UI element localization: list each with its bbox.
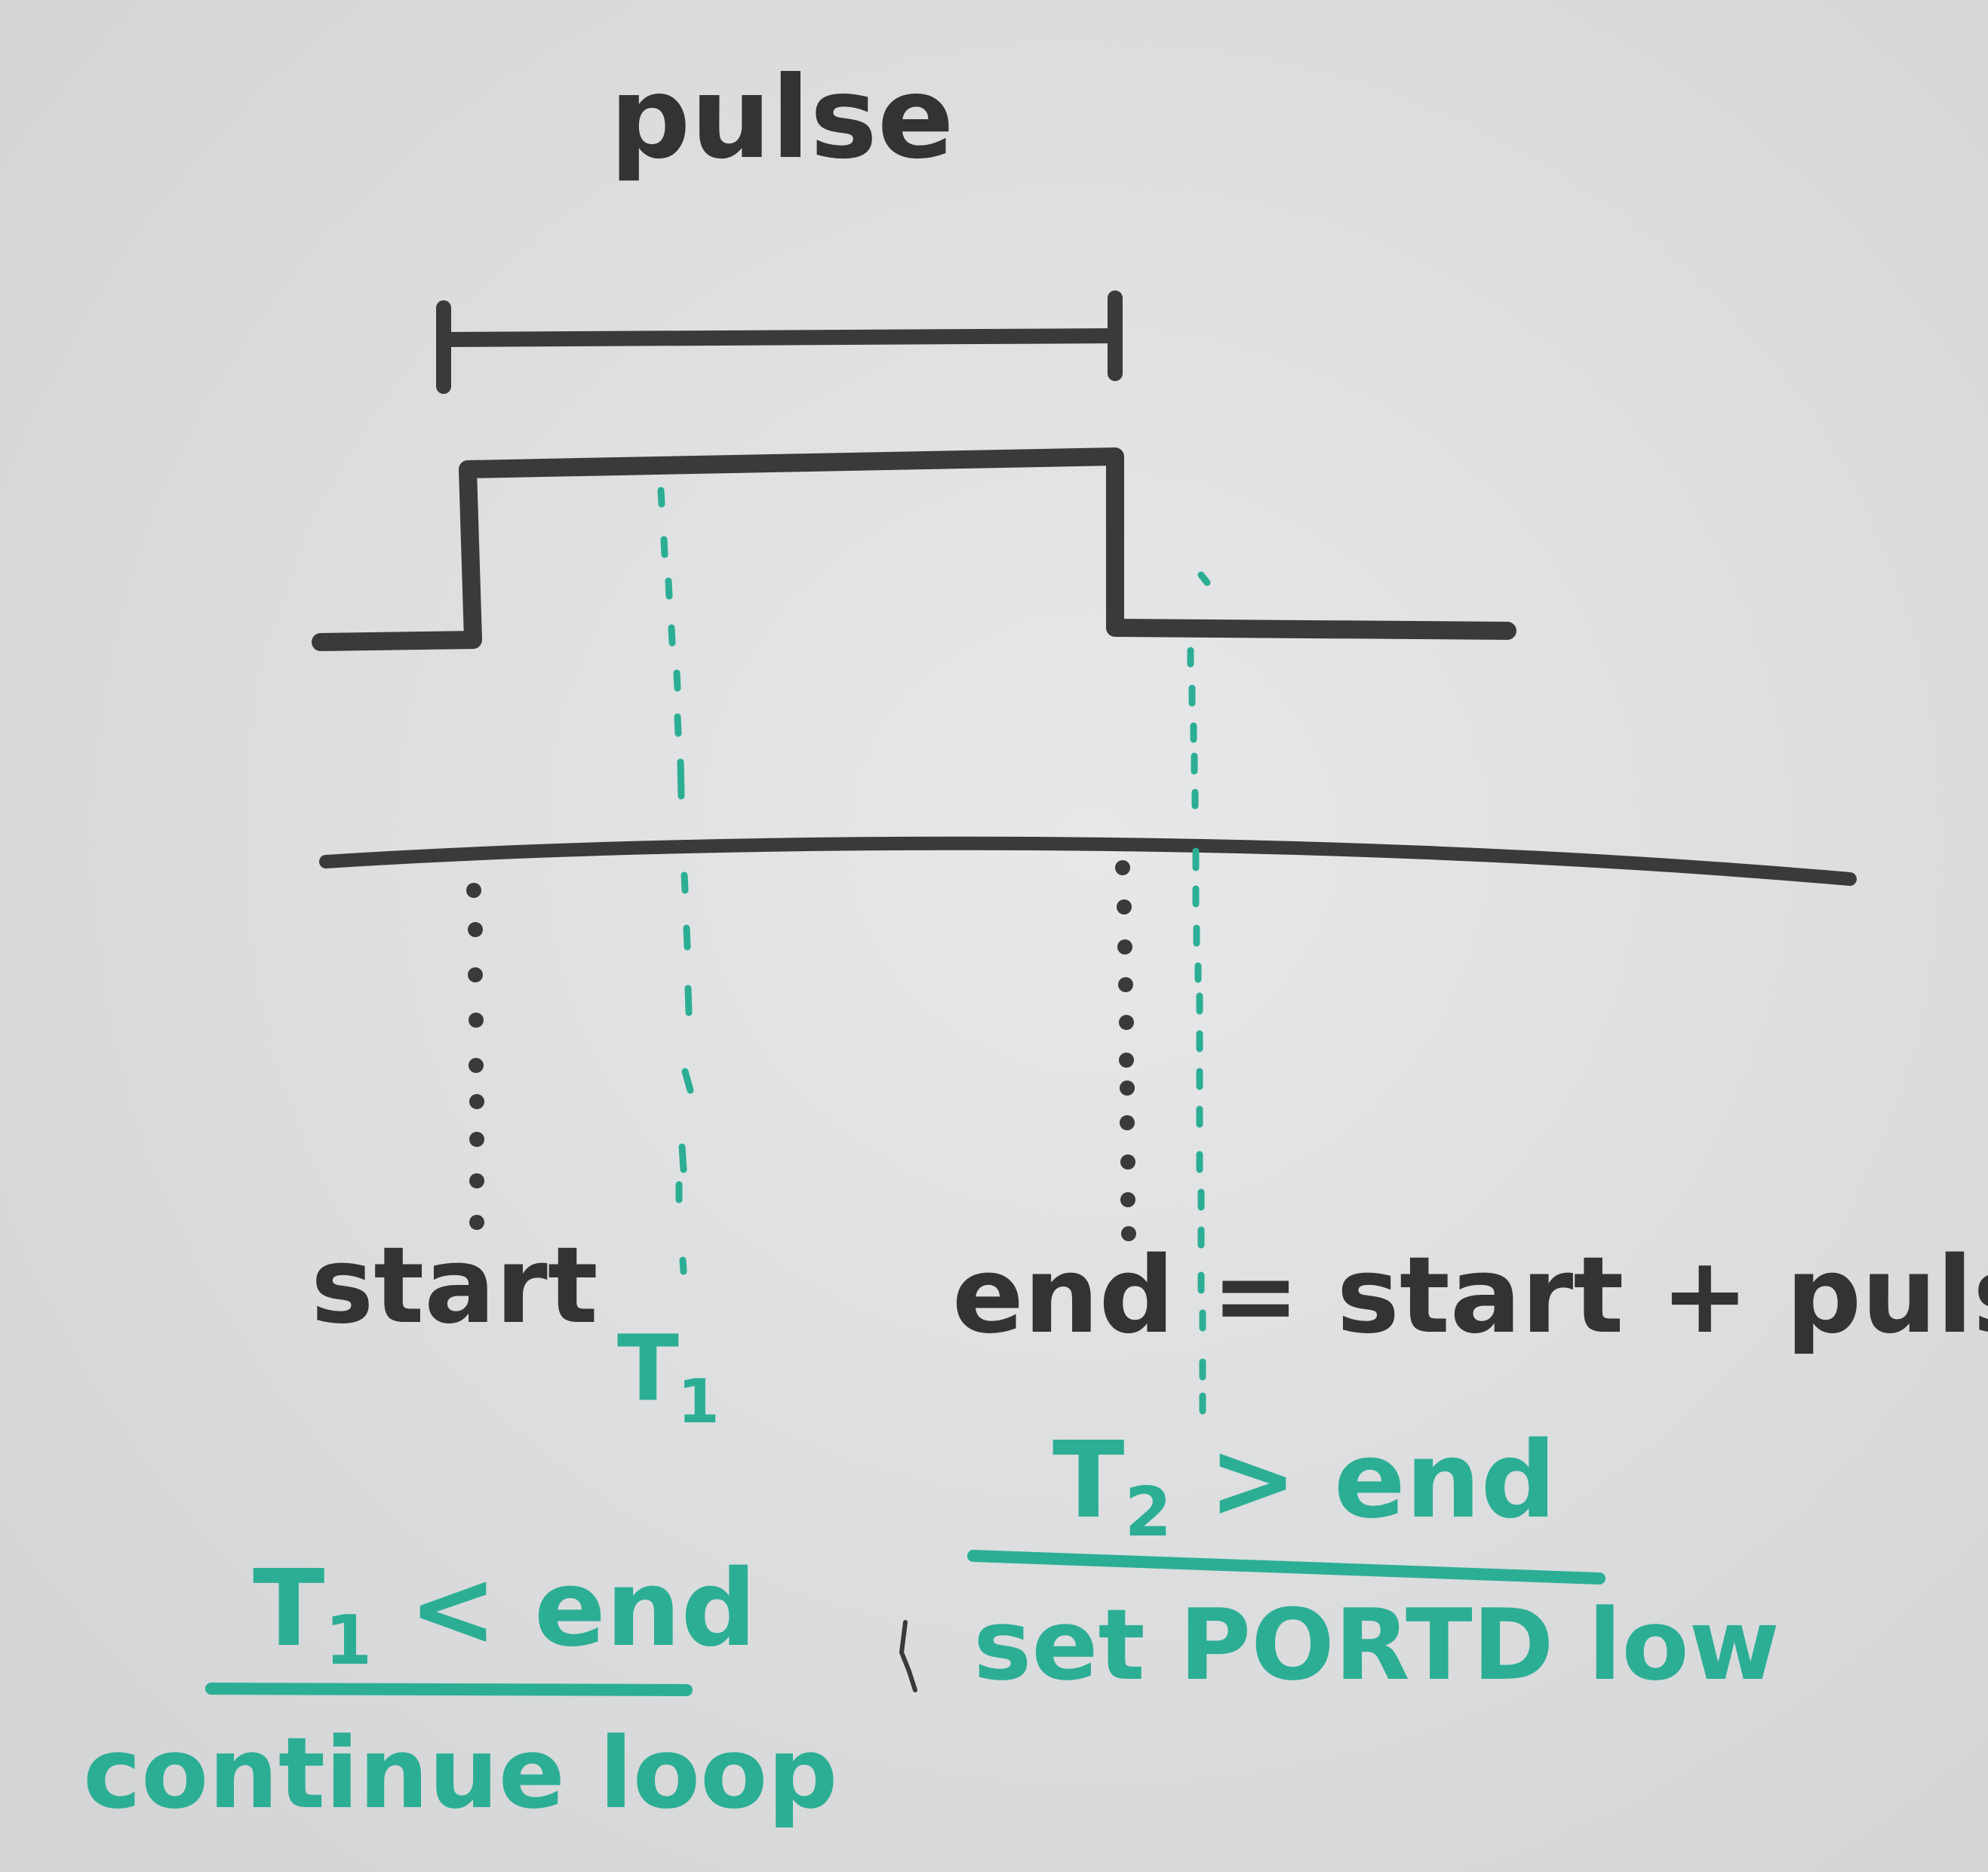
pulse-waveform xyxy=(312,447,1516,651)
t2-condition-underline xyxy=(967,1550,1605,1585)
t1-condition-underline xyxy=(205,1683,693,1696)
end-equation-label: end = start + pulse xyxy=(952,1234,1988,1357)
svg-text:T2 > end: T2 > end xyxy=(1052,1419,1556,1552)
t1-label: T 1 xyxy=(617,1317,720,1437)
marker-smudge xyxy=(899,1620,917,1692)
t2-condition: T2 > end xyxy=(967,1419,1605,1585)
start-label: start xyxy=(311,1225,598,1348)
pulse-width-bar xyxy=(436,290,1123,394)
continue-loop-label: continue loop xyxy=(83,1716,837,1831)
pulse-title: pulse xyxy=(610,53,954,184)
svg-text:T: T xyxy=(617,1317,679,1422)
start-dotted-line xyxy=(466,883,484,1230)
set-portd-low-label: set PORTD low xyxy=(973,1588,1780,1702)
svg-text:T1 < end: T1 < end xyxy=(253,1548,757,1680)
t1-dashed-line xyxy=(657,487,694,1275)
svg-text:1: 1 xyxy=(678,1366,720,1437)
end-dotted-line xyxy=(1115,860,1136,1241)
t2-dashed-line xyxy=(1187,571,1211,1415)
time-axis xyxy=(319,836,1857,886)
t1-condition: T1 < end xyxy=(205,1548,757,1696)
